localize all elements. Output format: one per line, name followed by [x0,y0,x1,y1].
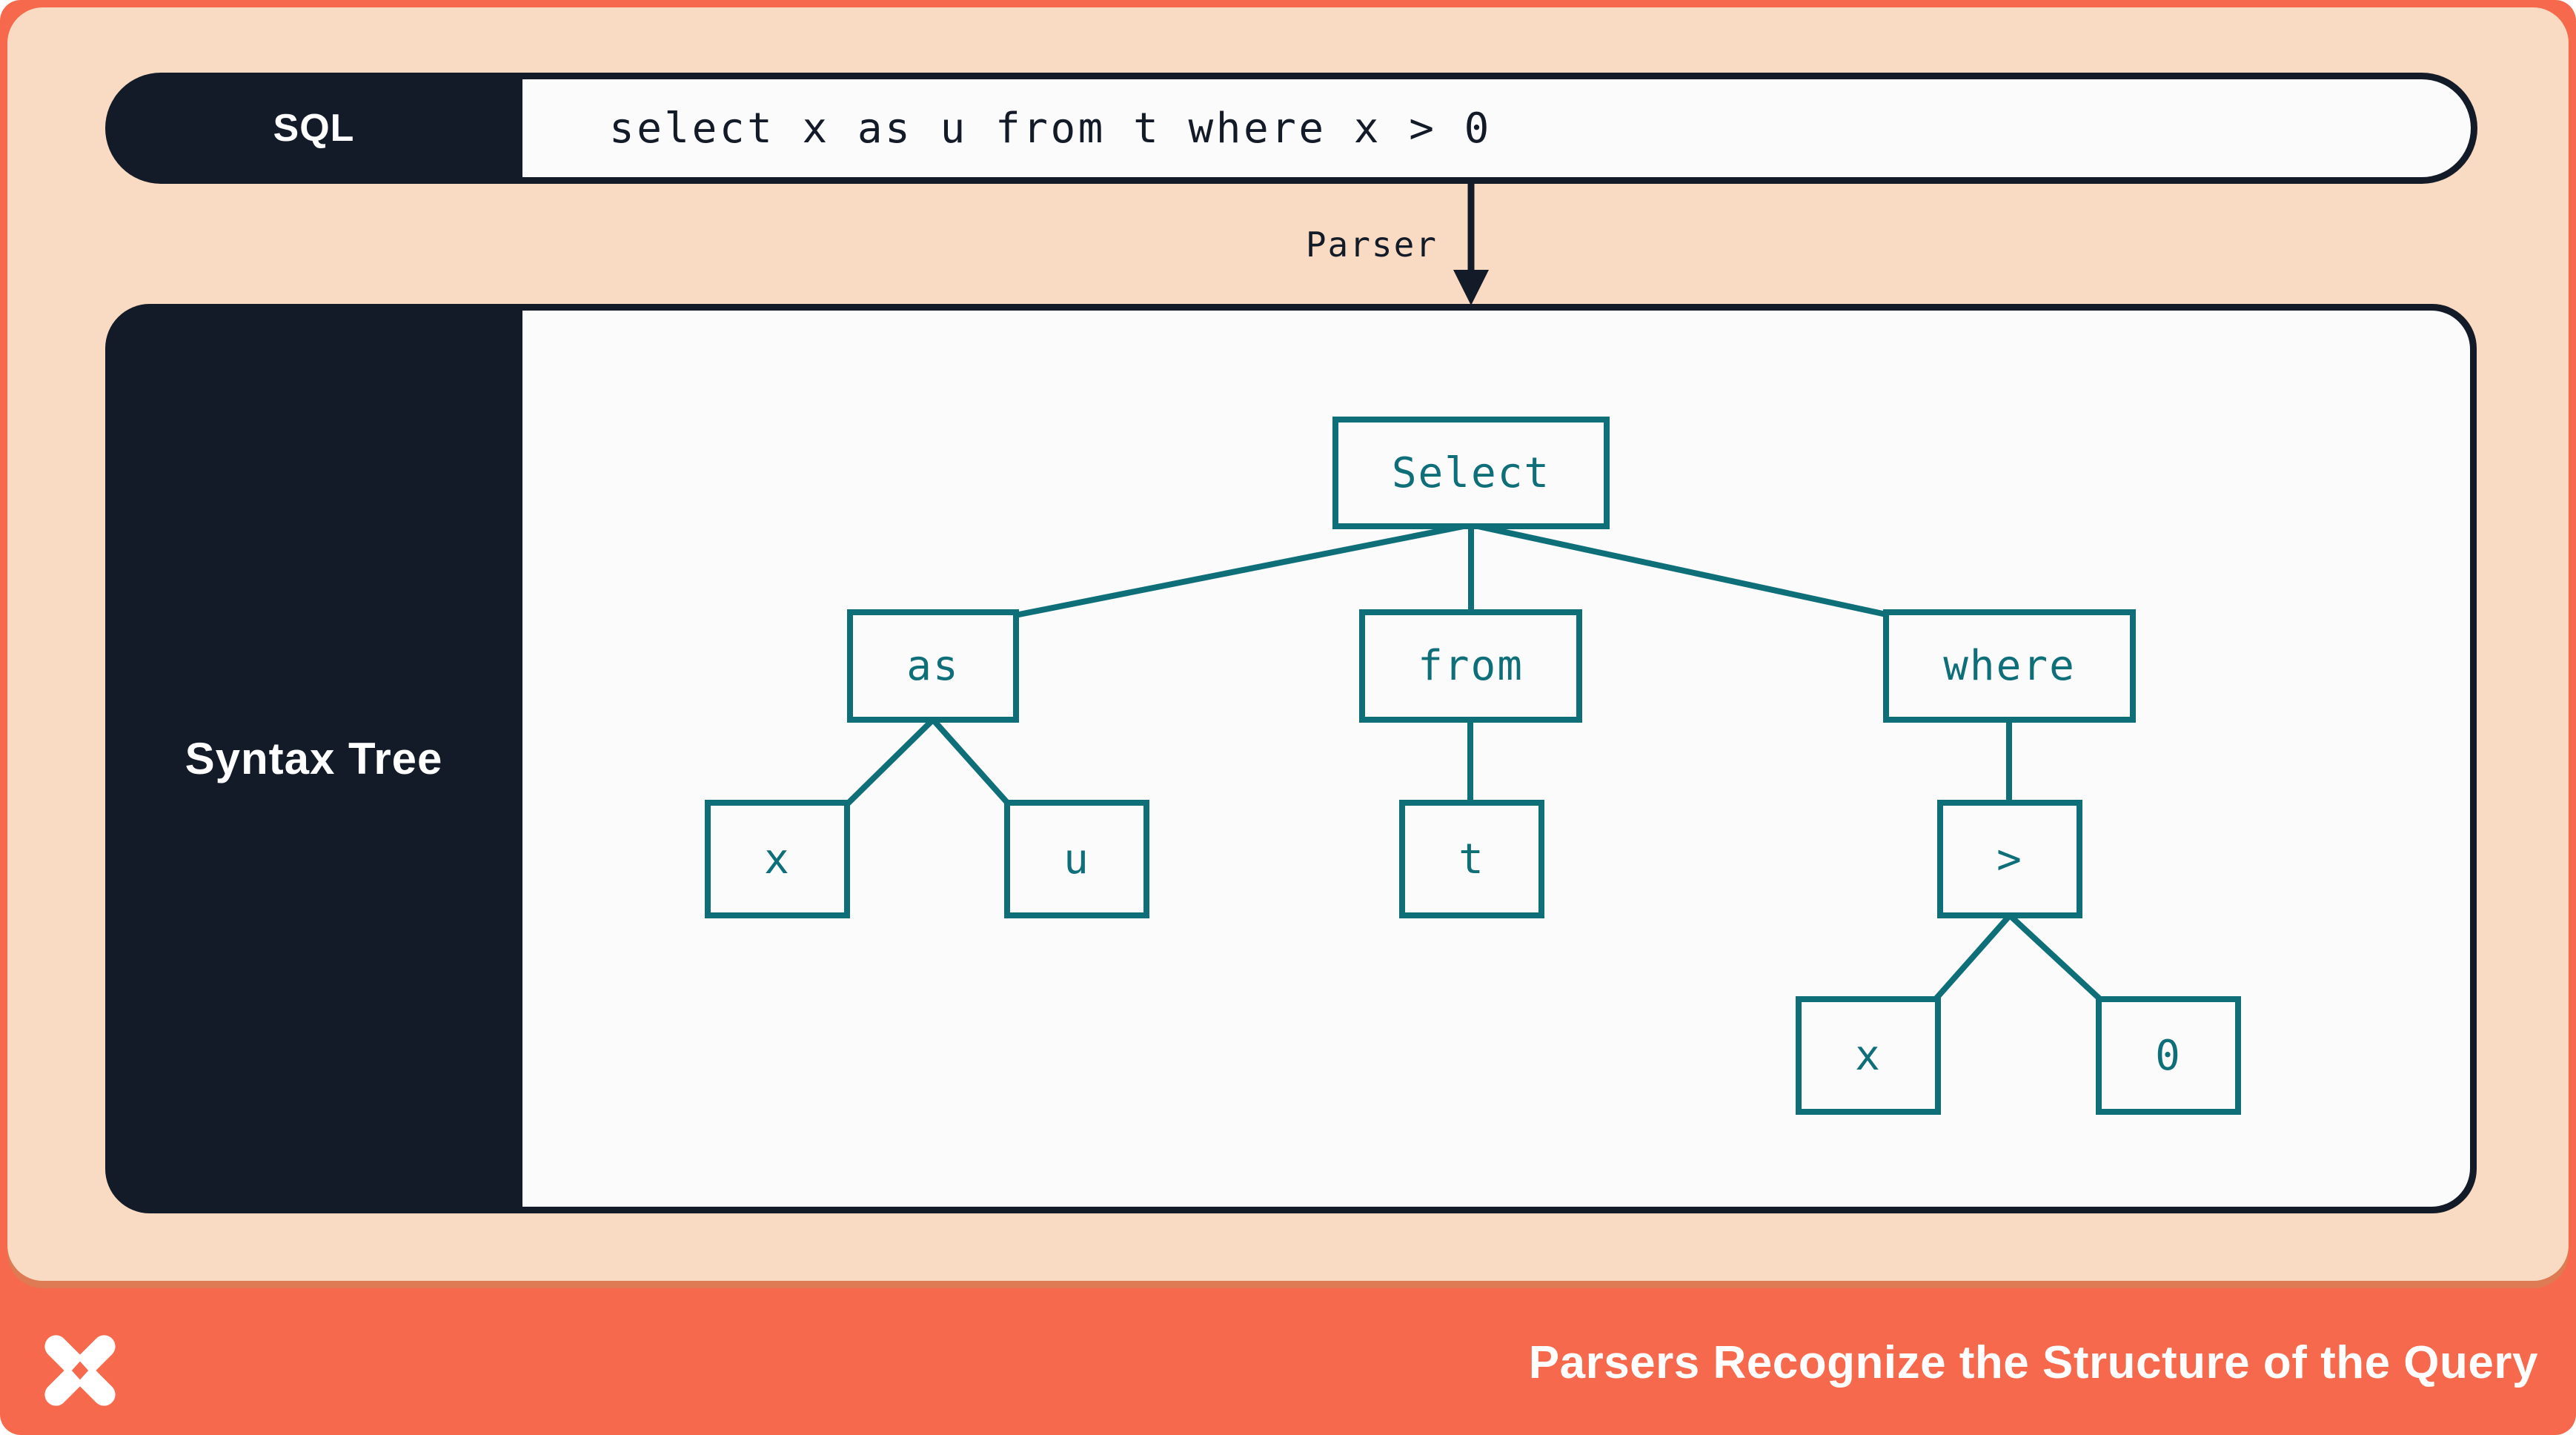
tree-node-x-operand: x [1796,996,1941,1115]
syntax-tree-label: Syntax Tree [185,734,443,783]
sql-bar: SQL select x as u from t where x > 0 [105,73,2477,184]
dolt-logo-icon [44,1335,116,1406]
sql-bar-label: SQL [273,107,355,150]
tree-node-as: as [847,609,1019,723]
tree-node-from: from [1359,609,1582,723]
tree-node-select: Select [1332,417,1610,529]
tree-node-where: where [1883,609,2136,723]
sql-query-field: select x as u from t where x > 0 [522,79,2471,177]
slide-title: Parsers Recognize the Structure of the Q… [1528,1336,2538,1388]
tree-node-u: u [1004,800,1149,918]
tree-node-greater-than: > [1937,800,2082,918]
down-arrow-icon [1453,184,1489,305]
syntax-tree-box: Syntax Tree Select as from where x u t >… [105,304,2477,1213]
parser-label: Parser [1305,225,1438,265]
sql-query-text: select x as u from t where x > 0 [609,104,1492,153]
tree-node-x-alias: x [705,800,850,918]
tree-node-zero: 0 [2096,996,2241,1115]
tree-node-t: t [1399,800,1544,918]
